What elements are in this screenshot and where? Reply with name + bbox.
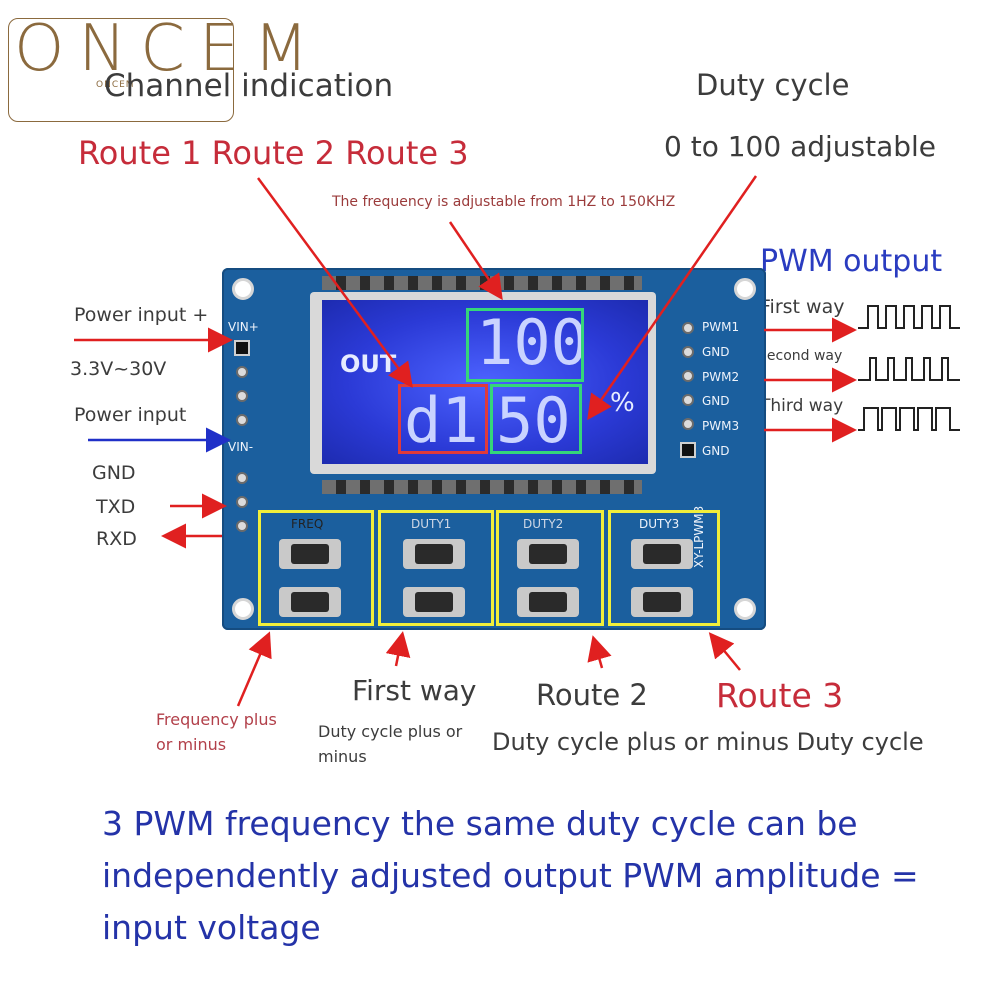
lcd-display — [322, 300, 648, 464]
duty1-label: DUTY1 — [411, 517, 452, 531]
brand-logo — [8, 18, 234, 122]
lcd-duty-value: 50 — [496, 384, 571, 457]
freq-minus-button[interactable] — [279, 587, 341, 617]
rxd-label: RXD — [96, 528, 137, 550]
voltage-label: 3.3V~30V — [70, 358, 167, 380]
header-pin — [682, 370, 694, 382]
channel-indication-label: Channel indication — [104, 68, 394, 104]
pwm-wave-1-icon — [858, 305, 960, 329]
header-pin — [236, 414, 248, 426]
header-pin — [682, 394, 694, 406]
power-minus-label: Power input — [74, 404, 187, 426]
arrow-freq-button — [236, 631, 272, 707]
freq-button-group: FREQ — [258, 510, 374, 626]
duty-plus-minus-label-2: minus — [318, 747, 367, 766]
pin-label-pwm1: PWM1 — [702, 320, 740, 334]
header-pin — [682, 418, 694, 430]
duty2-label: DUTY2 — [523, 517, 564, 531]
gnd-label: GND — [92, 462, 136, 484]
header-pin — [680, 442, 696, 458]
frequency-note: The frequency is adjustable from 1HZ to … — [332, 194, 676, 210]
pin-label-vin-minus: VIN- — [228, 440, 254, 454]
header-pin — [234, 340, 250, 356]
txd-label: TXD — [96, 496, 136, 518]
mount-hole — [232, 278, 254, 300]
duty-cycle-label: Duty cycle — [696, 68, 850, 102]
duty2-minus-button[interactable] — [517, 587, 579, 617]
pin-label-vin-plus: VIN+ — [228, 320, 259, 334]
lcd-channel-value: d1 — [404, 384, 479, 457]
first-way-bottom-label: First way — [352, 674, 477, 707]
pwm-wave-3-icon — [858, 407, 960, 431]
lcd-percent-unit: % — [610, 388, 635, 418]
freq-label: FREQ — [291, 517, 324, 531]
mount-hole — [734, 278, 756, 300]
route3-label: Route 3 — [716, 676, 844, 715]
pin-label-gnd: GND — [702, 444, 730, 458]
freq-plus-minus-label-1: Frequency plus — [156, 710, 277, 729]
channel-highlight-box — [398, 384, 488, 454]
lcd-frequency-value: 100 — [476, 306, 588, 379]
duty1-plus-button[interactable] — [403, 539, 465, 569]
duty3-label: DUTY3 — [639, 517, 680, 531]
arrow-duty — [587, 175, 758, 421]
logo-subtext: ONCEM — [96, 80, 135, 90]
third-way-label: Third way — [760, 396, 844, 416]
arrow-duty2-button — [587, 635, 612, 669]
duty-range-label: 0 to 100 adjustable — [664, 130, 937, 163]
header-pin — [682, 346, 694, 358]
duty2-button-group: DUTY2 — [496, 510, 604, 626]
arrow-duty1-button — [385, 631, 411, 667]
duty3-plus-button[interactable] — [631, 539, 693, 569]
pin-label-pwm2: PWM2 — [702, 370, 740, 384]
pwm-output-label: PWM output — [760, 244, 943, 279]
duty-plus-minus-label-1: Duty cycle plus or — [318, 722, 463, 741]
uart-pin — [236, 520, 248, 532]
pin-label-pwm3: PWM3 — [702, 419, 740, 433]
duty1-button-group: DUTY1 — [378, 510, 494, 626]
header-pin — [236, 390, 248, 402]
duty3-button-group: DUTY3 — [608, 510, 720, 626]
duty2-plus-button[interactable] — [517, 539, 579, 569]
duty-highlight-box — [490, 384, 582, 454]
duty-both-label: Duty cycle plus or minus Duty cycle — [492, 728, 924, 756]
first-way-label: First way — [760, 296, 845, 318]
footer-line-2: independently adjusted output PWM amplit… — [102, 856, 919, 895]
uart-pin — [236, 472, 248, 484]
frequency-highlight-box — [466, 308, 584, 382]
footer-line-1: 3 PWM frequency the same duty cycle can … — [102, 804, 858, 843]
duty1-minus-button[interactable] — [403, 587, 465, 617]
footer-line-3: input voltage — [102, 908, 321, 947]
freq-plus-button[interactable] — [279, 539, 341, 569]
routes-label: Route 1 Route 2 Route 3 — [78, 134, 469, 172]
lcd-pins-bottom — [322, 480, 642, 494]
duty3-minus-button[interactable] — [631, 587, 693, 617]
header-pin — [682, 322, 694, 334]
mount-hole — [232, 598, 254, 620]
header-pin — [236, 366, 248, 378]
arrow-routes — [256, 177, 413, 389]
arrow-frequency — [448, 221, 503, 301]
second-way-label: Second way — [758, 348, 843, 364]
freq-plus-minus-label-2: or minus — [156, 735, 227, 754]
logo-text: ONCEM — [14, 12, 323, 86]
uart-pin — [236, 496, 248, 508]
pin-label-gnd: GND — [702, 394, 730, 408]
mount-hole — [734, 598, 756, 620]
power-plus-label: Power input + — [74, 304, 209, 326]
arrow-duty3-button — [708, 632, 741, 671]
pwm-wave-2-icon — [858, 357, 960, 381]
route2-label: Route 2 — [536, 678, 648, 712]
pin-label-gnd: GND — [702, 345, 730, 359]
